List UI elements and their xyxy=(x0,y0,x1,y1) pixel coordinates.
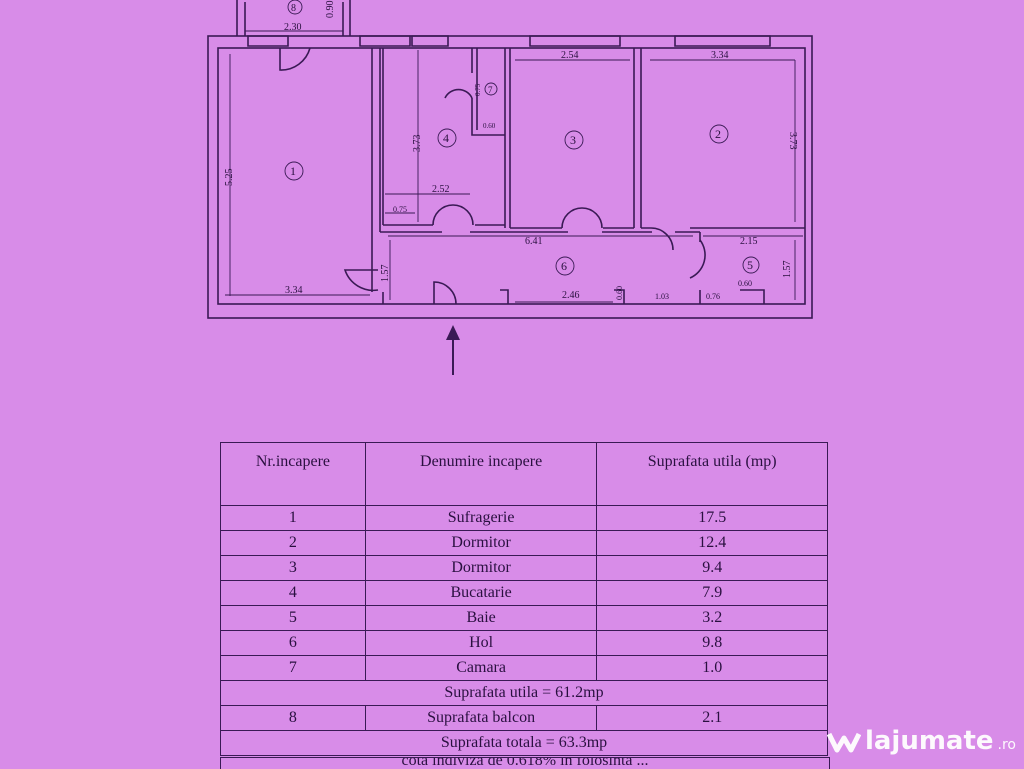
grand-total-row: Suprafata totala = 63.3mp xyxy=(220,730,828,756)
dim-bath-height: 1.57 xyxy=(782,261,793,279)
cell-nr: 8 xyxy=(220,705,366,731)
dim-hall-height: 1.57 xyxy=(380,265,391,283)
dim-room1-height: 5.25 xyxy=(224,169,235,187)
cell-name: Dormitor xyxy=(364,555,598,581)
dim-bath-width: 2.15 xyxy=(740,236,758,247)
cell-nr: 6 xyxy=(220,630,366,656)
cell-area: 1.0 xyxy=(596,655,828,681)
dim-room3-width: 2.54 xyxy=(561,50,579,61)
walls xyxy=(207,0,813,319)
dim-balcony-width: 2.30 xyxy=(284,22,302,33)
dim-room4-height: 3.73 xyxy=(412,135,423,153)
floor-plan: 2.30 0.90 5.25 3.34 3.73 2.52 0.75 0.75 … xyxy=(207,0,813,375)
dim-balcony-depth: 0.90 xyxy=(325,1,336,19)
arrow-up-icon xyxy=(446,325,460,375)
dim-closet-width: 0.60 xyxy=(483,122,496,130)
dim-closet-depth: 0.75 xyxy=(474,83,482,96)
dim-hall-wall: 2.46 xyxy=(562,290,580,301)
area-table: Nr.incapere Denumire incapere Suprafata … xyxy=(220,442,828,756)
cell-area: 12.4 xyxy=(596,530,828,556)
room-number-5: 5 xyxy=(747,258,753,272)
room-markers: 1 2 3 4 5 6 7 8 xyxy=(284,0,760,276)
cell-name: Suprafata balcon xyxy=(364,705,598,731)
dim-bath-segment: 0.76 xyxy=(706,292,720,301)
room-number-8: 8 xyxy=(291,3,296,14)
useful-total: Suprafata utila = 61.2mp xyxy=(220,680,828,706)
room-number-6: 6 xyxy=(561,259,567,273)
table-header: Nr.incapere Denumire incapere Suprafata … xyxy=(220,442,828,506)
cell-name: Bucatarie xyxy=(364,580,598,606)
header-nr: Nr.incapere xyxy=(220,442,366,506)
cell-nr: 2 xyxy=(220,530,366,556)
dimension-labels: 2.30 0.90 5.25 3.34 3.73 2.52 0.75 0.75 … xyxy=(224,1,798,302)
dimension-lines xyxy=(225,30,803,303)
dim-room4-offset: 0.75 xyxy=(393,205,407,214)
cell-name: Baie xyxy=(364,605,598,631)
cell-area: 2.1 xyxy=(596,705,828,731)
heart-logo-icon xyxy=(826,732,861,753)
cell-nr: 7 xyxy=(220,655,366,681)
cell-name: Dormitor xyxy=(364,530,598,556)
header-area: Suprafata utila (mp) xyxy=(596,442,828,506)
cell-nr: 4 xyxy=(220,580,366,606)
dim-hall-segment: 1.03 xyxy=(655,292,669,301)
cell-name: Hol xyxy=(364,630,598,656)
cell-area: 9.8 xyxy=(596,630,828,656)
room-number-3: 3 xyxy=(570,133,576,147)
dim-hall-recess: 0.60 xyxy=(615,286,624,300)
dim-hall-length: 6.41 xyxy=(525,236,543,247)
cell-area: 9.4 xyxy=(596,555,828,581)
dim-bath-recess: 0.60 xyxy=(738,279,752,288)
dim-room1-width: 3.34 xyxy=(285,285,303,296)
cell-name: Sufragerie xyxy=(364,505,598,531)
room-number-4: 4 xyxy=(443,131,449,145)
dim-room2-height: 3.73 xyxy=(787,132,798,150)
room-number-2: 2 xyxy=(715,127,721,141)
grand-total: Suprafata totala = 63.3mp xyxy=(220,730,828,756)
cell-nr: 3 xyxy=(220,555,366,581)
cell-nr: 5 xyxy=(220,605,366,631)
cell-area: 3.2 xyxy=(596,605,828,631)
room-number-7: 7 xyxy=(488,85,493,95)
useful-total-row: Suprafata utila = 61.2mp xyxy=(220,680,828,706)
cell-area: 17.5 xyxy=(596,505,828,531)
cell-area: 7.9 xyxy=(596,580,828,606)
doors xyxy=(279,47,706,305)
header-name: Denumire incapere xyxy=(364,442,598,506)
cell-name: Camara xyxy=(364,655,598,681)
watermark-tld: .ro xyxy=(997,737,1016,753)
footnote-row: cota indiviza de 0.618% in folosinta ... xyxy=(220,757,830,769)
watermark-brand: lajumate xyxy=(864,726,994,756)
dim-room2-width: 3.34 xyxy=(711,50,729,61)
dim-room4-width: 2.52 xyxy=(432,184,450,195)
watermark-logo: lajumate.ro xyxy=(826,726,1016,756)
cell-nr: 1 xyxy=(220,505,366,531)
footnote: cota indiviza de 0.618% in folosinta ... xyxy=(401,757,649,769)
room-number-1: 1 xyxy=(290,164,296,178)
